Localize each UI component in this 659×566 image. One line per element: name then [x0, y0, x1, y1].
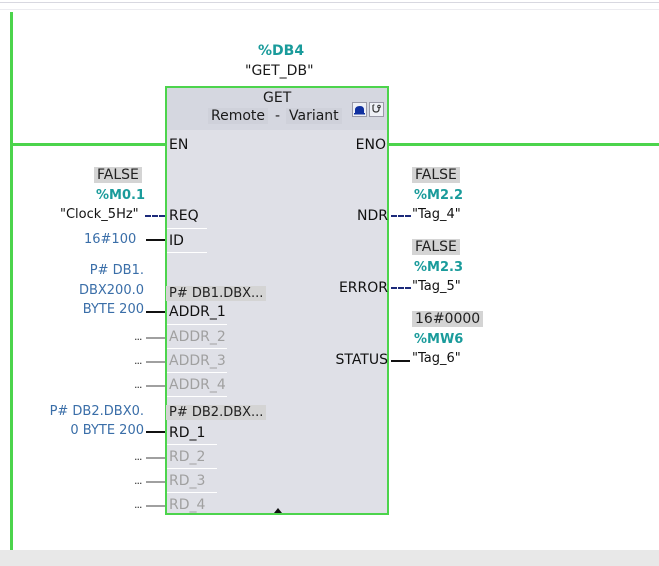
- addr1-wire: [146, 311, 165, 313]
- rd3-value[interactable]: ...: [134, 474, 142, 487]
- status-monitor-value: 16#0000: [412, 311, 484, 327]
- addr3-value[interactable]: ...: [134, 354, 142, 367]
- pin-req: REQ: [169, 208, 199, 224]
- pin-en: EN: [169, 137, 189, 153]
- pin-separator: [167, 444, 217, 445]
- variant-remote-label: Remote: [208, 108, 269, 124]
- rd1-inline-value: P# DB2.DBX...: [166, 405, 267, 420]
- pin-separator: [167, 492, 217, 493]
- instance-db-name[interactable]: "GET_DB": [245, 63, 314, 79]
- rd1-wire: [146, 431, 165, 433]
- addr4-wire: [146, 385, 165, 387]
- pin-separator: [167, 252, 207, 253]
- status-wire: [391, 360, 410, 362]
- pin-rd-3: RD_3: [169, 473, 206, 489]
- en-power-wire: [12, 143, 166, 146]
- bottom-status-strip: [0, 550, 659, 566]
- pin-addr-1: ADDR_1: [169, 304, 226, 320]
- pin-rd-4: RD_4: [169, 497, 206, 513]
- block-header: [167, 88, 387, 130]
- req-wire: [145, 215, 165, 217]
- pin-addr-4: ADDR_4: [169, 377, 226, 393]
- rd2-value[interactable]: ...: [134, 450, 142, 463]
- pin-status: STATUS: [335, 352, 388, 368]
- addr1-value-line1[interactable]: P# DB1.: [89, 263, 144, 278]
- rd4-value[interactable]: ...: [134, 498, 142, 511]
- left-power-rail: [10, 12, 13, 550]
- error-wire: [391, 287, 411, 289]
- expand-block-arrow-icon[interactable]: [274, 508, 282, 513]
- rd4-wire: [146, 505, 165, 507]
- error-tag[interactable]: "Tag_5": [412, 279, 461, 294]
- pin-addr-3: ADDR_3: [169, 353, 226, 369]
- pin-separator: [167, 228, 207, 229]
- eno-power-wire: [389, 143, 659, 146]
- pin-id: ID: [169, 233, 184, 249]
- pin-separator: [167, 348, 227, 349]
- pin-eno: ENO: [355, 137, 386, 153]
- id-wire: [146, 239, 165, 241]
- pin-rd-1: RD_1: [169, 425, 206, 441]
- pin-rd-2: RD_2: [169, 449, 206, 465]
- pin-error: ERROR: [338, 280, 388, 296]
- req-address: %M0.1: [96, 188, 145, 203]
- status-tag[interactable]: "Tag_6": [412, 351, 461, 366]
- diagnostics-stethoscope-icon[interactable]: [369, 102, 384, 117]
- id-value[interactable]: 16#100: [84, 232, 137, 247]
- status-address: %MW6: [414, 332, 464, 347]
- addr1-inline-value: P# DB1.DBX...: [166, 286, 267, 301]
- addr1-value-line3[interactable]: BYTE 200: [82, 302, 144, 317]
- rd3-wire: [146, 481, 165, 483]
- ndr-monitor-value: FALSE: [412, 167, 460, 183]
- addr2-wire: [146, 337, 165, 339]
- req-monitor-value: FALSE: [94, 167, 142, 183]
- pin-separator: [167, 372, 227, 373]
- error-address: %M2.3: [414, 260, 463, 275]
- addr1-value-line2[interactable]: DBX200.0: [78, 283, 144, 298]
- addr4-value[interactable]: ...: [134, 378, 142, 391]
- top-divider: [0, 2, 659, 3]
- pin-addr-2: ADDR_2: [169, 329, 226, 345]
- rd2-wire: [146, 457, 165, 459]
- rd1-value-line1[interactable]: P# DB2.DBX0.: [49, 404, 144, 419]
- block-title: GET: [263, 90, 292, 106]
- pin-separator: [167, 468, 217, 469]
- pin-separator: [167, 324, 227, 325]
- top-divider-secondary: [0, 9, 659, 10]
- ndr-tag[interactable]: "Tag_4": [412, 207, 461, 222]
- ndr-wire: [391, 215, 411, 217]
- pin-ndr: NDR: [357, 208, 388, 224]
- ndr-address: %M2.2: [414, 188, 463, 203]
- variant-separator: -: [275, 108, 281, 124]
- rd1-value-line2[interactable]: 0 BYTE 200: [70, 423, 144, 438]
- pin-separator: [167, 396, 227, 397]
- addr3-wire: [146, 361, 165, 363]
- addr2-value[interactable]: ...: [134, 330, 142, 343]
- error-monitor-value: FALSE: [412, 239, 460, 255]
- req-tag[interactable]: "Clock_5Hz": [60, 207, 139, 222]
- instance-db-address: %DB4: [258, 43, 305, 59]
- variant-variant-label: Variant: [286, 108, 342, 124]
- remote-connection-icon[interactable]: [352, 102, 367, 117]
